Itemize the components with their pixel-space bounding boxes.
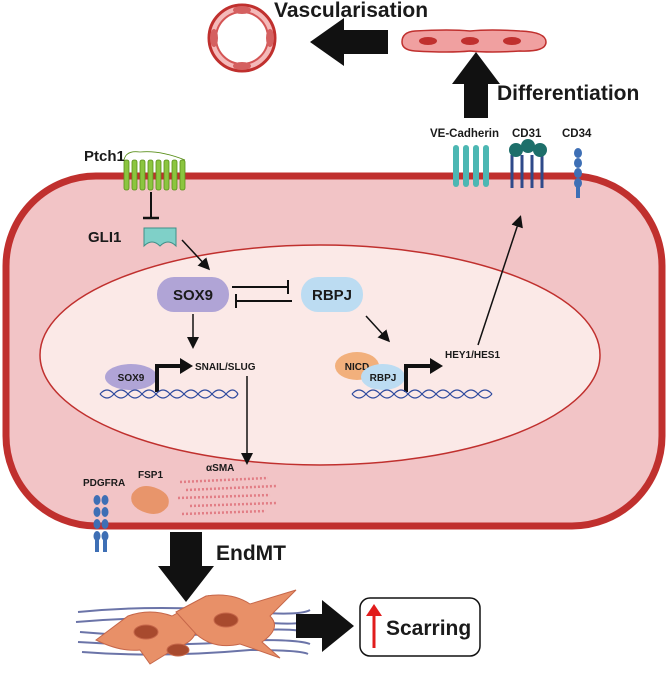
asma-fibers-icon: [177, 476, 277, 516]
sox9-label: SOX9: [173, 287, 213, 304]
ve-cadherin-label: VE-Cadherin: [430, 128, 499, 140]
hey1-promoter-arrow: [404, 364, 432, 392]
sox9-small-label: SOX9: [118, 373, 145, 384]
differentiation-label: Differentiation: [497, 82, 639, 105]
fibroblast-icon: [95, 589, 297, 665]
arrow-to-vascularisation: [310, 18, 388, 66]
asma-label: αSMA: [206, 463, 234, 474]
rbpj-small-node: [361, 364, 405, 390]
vascularisation-label: Vascularisation: [274, 0, 428, 22]
ptch1-label: Ptch1: [84, 148, 125, 165]
cd34-receptor-icon: [574, 148, 582, 198]
gli1-label: GLI1: [88, 229, 121, 246]
mutual-inhibition: [232, 280, 292, 308]
endmt-label: EndMT: [216, 542, 286, 565]
endmt-arrow: [158, 532, 214, 602]
sox9-small-node: [105, 364, 157, 390]
rbpj-small-label: RBPJ: [370, 373, 397, 384]
gli1-to-sox9-arrow: [181, 239, 211, 271]
endothelial-cell-icon: [401, 29, 547, 53]
scarring-arrow: [296, 600, 354, 652]
ptch1-receptor-icon: [123, 151, 186, 191]
pdgfra-label: PDGFRA: [83, 478, 125, 489]
sox9-node: [157, 277, 229, 312]
rbpj-node: [301, 277, 363, 312]
snail-promoter-arrow: [155, 364, 182, 392]
scarring-box: [359, 597, 481, 657]
fsp1-icon: [131, 486, 169, 514]
snail-promoter-arrowhead: [180, 358, 193, 374]
snail-slug-label: SNAIL/SLUG: [195, 362, 256, 373]
hey1-hes1-label: HEY1/HES1: [445, 350, 500, 361]
cd31-label: CD31: [512, 128, 542, 140]
cd34-label: CD34: [562, 128, 592, 140]
ve-cadherin-receptor-icon: [453, 145, 489, 187]
fsp1-label: FSP1: [138, 470, 163, 481]
rbpj-label: RBPJ: [312, 287, 352, 304]
hey1-promoter-arrowhead: [430, 358, 443, 374]
dna-helix-icon-left: [99, 389, 239, 399]
scarring-label: Scarring: [386, 617, 471, 640]
gli1-icon: [143, 227, 177, 248]
hey1-to-cd31-arrow: [477, 215, 523, 346]
up-arrow-icon: [366, 604, 382, 648]
differentiation-arrow: [452, 52, 500, 118]
cd31-receptor-icon: [509, 139, 547, 188]
dna-helix-icon-right: [351, 389, 493, 399]
rbpj-down-arrow: [365, 315, 391, 343]
pdgfra-receptor-icon: [93, 495, 109, 552]
blood-vessel-icon: [207, 3, 277, 73]
nicd-label: NICD: [345, 362, 369, 373]
